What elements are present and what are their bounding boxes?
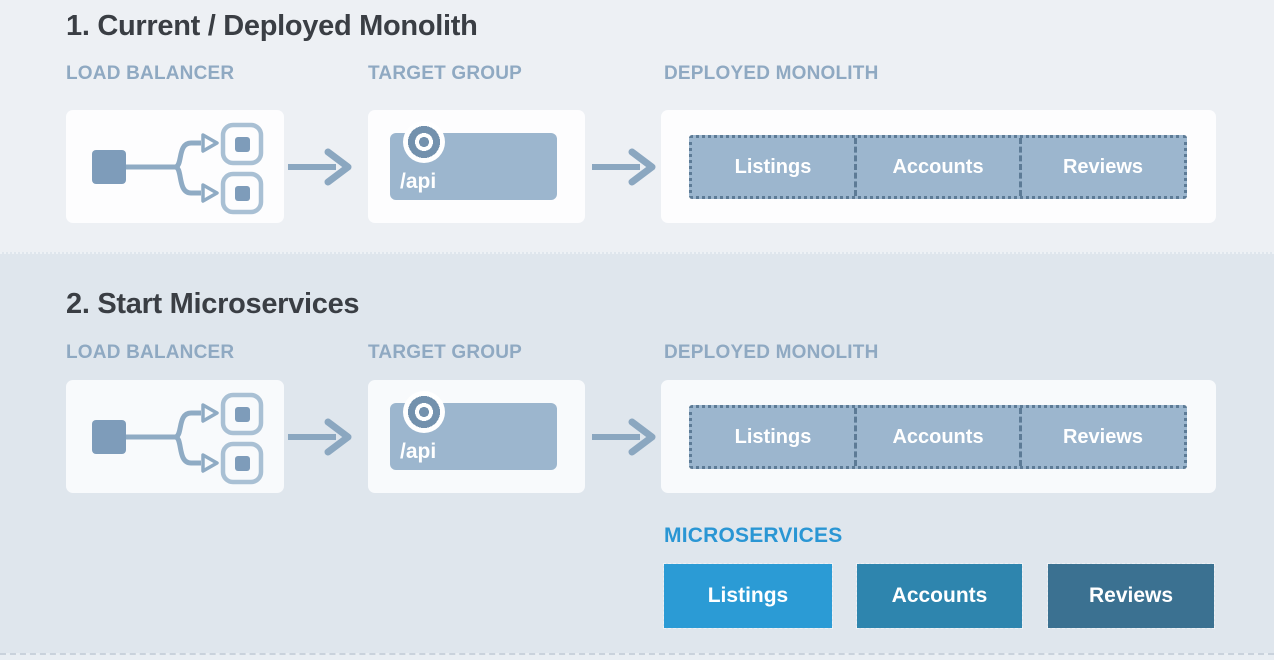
load-balancer-icon — [92, 392, 264, 485]
monolith-cell-listings: Listings — [734, 155, 812, 178]
api-route-label: /api — [400, 440, 437, 463]
bottom-section-divider — [0, 653, 1274, 660]
target-bullseye-icon — [403, 121, 445, 163]
target-group-label: TARGET GROUP — [368, 63, 523, 84]
flow-arrow-icon — [288, 418, 352, 456]
api-route-label: /api — [400, 170, 437, 193]
microservice-box-reviews: Reviews — [1047, 563, 1215, 629]
load-balancer-card — [66, 110, 284, 223]
monolith-cell-accounts: Accounts — [854, 138, 1019, 196]
deployed-monolith-label: DEPLOYED MONOLITH — [664, 342, 879, 363]
deployed-monolith-card: Listings Accounts Reviews — [661, 380, 1216, 493]
target-group-label: TARGET GROUP — [368, 342, 523, 363]
monolith-container: Listings Accounts Reviews — [689, 135, 1187, 199]
target-bullseye-icon — [403, 391, 445, 433]
monolith-cell-listings: Listings — [734, 425, 812, 448]
section-current-monolith: 1. Current / Deployed Monolith LOAD BALA… — [0, 0, 1274, 252]
section-start-microservices: 2. Start Microservices LOAD BALANCER TAR… — [0, 252, 1274, 654]
deployed-monolith-card: Listings Accounts Reviews — [661, 110, 1216, 223]
microservice-box-accounts: Accounts — [856, 563, 1023, 629]
load-balancer-label: LOAD BALANCER — [66, 342, 235, 363]
section-2-title: 2. Start Microservices — [66, 288, 360, 320]
flow-arrow-icon — [592, 148, 656, 186]
load-balancer-label: LOAD BALANCER — [66, 63, 235, 84]
monolith-cell-reviews: Reviews — [1019, 408, 1184, 466]
monolith-cell-reviews: Reviews — [1019, 138, 1184, 196]
flow-arrow-icon — [592, 418, 656, 456]
load-balancer-card — [66, 380, 284, 493]
flow-arrow-icon — [288, 148, 352, 186]
section-1-title: 1. Current / Deployed Monolith — [66, 10, 478, 42]
target-group-card: /api — [368, 110, 585, 223]
target-group-card: /api — [368, 380, 585, 493]
deployed-monolith-label: DEPLOYED MONOLITH — [664, 63, 879, 84]
microservices-label: MICROSERVICES — [664, 524, 843, 547]
monolith-container: Listings Accounts Reviews — [689, 405, 1187, 469]
microservice-box-listings: Listings — [663, 563, 833, 629]
monolith-cell-accounts: Accounts — [854, 408, 1019, 466]
load-balancer-icon — [92, 122, 264, 215]
